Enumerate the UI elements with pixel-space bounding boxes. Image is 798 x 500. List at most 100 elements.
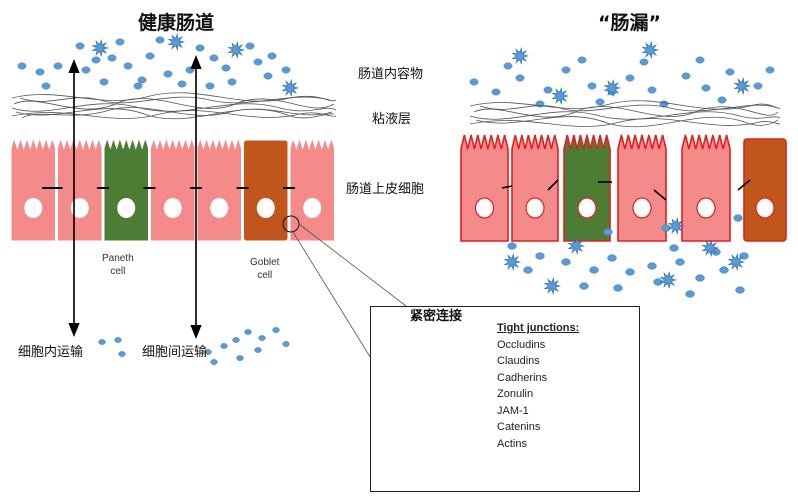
tight-junction-title: 紧密连接 [410,309,463,324]
left-basal-particles [98,327,290,365]
particle-dot [272,327,280,333]
particle-dot [205,82,215,90]
tight-junction-heading: Tight junctions: [497,322,580,334]
paneth-cell [103,136,149,242]
particle-dot [613,284,623,292]
particle-dot [765,66,775,74]
particle-dot [267,52,277,60]
particle-dot [35,68,45,76]
particle-dot [99,78,109,86]
particle-dot [114,337,122,343]
particle-dot [733,214,743,222]
right-epithelium [460,134,787,242]
particle-dot [535,252,545,260]
left-mucus-layer [11,92,337,120]
nucleus [117,198,136,218]
particle-dot [719,266,729,274]
enterocyte-cell [460,134,509,242]
particle-dot [41,82,51,90]
left-epithelium [10,136,335,242]
mucus-label: 粘液层 [372,112,412,127]
broken-junction-mark [653,189,667,201]
particle-dot [579,282,589,290]
paneth-cell [563,134,611,242]
tj-item: Occludins [497,338,546,351]
particle-dot [639,58,649,66]
right-lumen-particles [469,40,775,108]
healthy-gut-title: 健康肠道 [138,12,215,34]
particle-dot [91,56,101,64]
particle-dot [204,349,212,355]
particle-dot [221,64,231,72]
microbe-icon [659,270,678,290]
nucleus [70,198,89,218]
particle-dot [515,74,525,82]
nucleus [163,198,182,218]
particle-dot [81,66,91,74]
tj-item: Catenins [497,421,541,433]
microbe-icon [91,38,110,58]
tj-item: Claudins [497,355,540,367]
nucleus [303,198,322,218]
particle-dot [491,88,501,96]
particle-dot [701,84,711,92]
broken-junction-mark [547,179,559,191]
microbe-icon [227,40,246,60]
particle-dot [75,42,85,50]
particle-dot [561,66,571,74]
particle-dot [177,80,187,88]
particle-dot [695,274,705,282]
particle-dot [725,68,735,76]
particle-dot [695,56,705,64]
tj-item: JAM-1 [497,404,529,417]
particle-dot [53,62,63,70]
particle-dot [220,343,228,349]
microbe-icon [727,252,746,272]
microbe-icon [543,276,562,296]
particle-dot [625,74,635,82]
particle-dot [282,341,290,347]
right-translocated-particles [503,214,749,298]
particle-dot [253,58,263,66]
particle-dot [17,62,27,70]
particle-dot [244,329,252,335]
right-mucus-layer [469,100,781,128]
particle-dot [607,254,617,262]
particle-dot [258,335,266,341]
particle-dot [195,44,205,52]
particle-dot [589,266,599,274]
nucleus [24,198,43,218]
particle-dot [717,96,727,104]
goblet-cell [743,138,787,242]
particle-dot [469,78,479,86]
broken-junction-mark [737,179,751,191]
tight-junction-inset [370,306,640,492]
particle-dot [245,42,255,50]
tj-item: Zonulin [497,388,534,400]
particle-dot [587,82,597,90]
particle-dot [685,290,695,298]
particle-dot [675,258,685,266]
microbe-icon [567,236,586,256]
leaky-gut-title: “肠漏” [598,12,661,34]
microbe-icon [167,32,186,52]
particle-dot [155,36,165,44]
particle-dot [185,66,195,74]
goblet-cell [243,139,289,242]
particle-dot [577,56,587,64]
broken-junction-mark [501,185,513,189]
particle-dot [669,244,679,252]
microbe-icon [511,46,530,66]
particle-dot [561,258,571,266]
particle-dot [507,242,517,250]
enterocyte-cell [10,136,56,242]
enterocyte-cell [681,134,731,242]
particle-dot [107,54,117,62]
tj-item: Actins [497,437,527,450]
transcellular-label: 细胞内运输 [18,345,84,360]
enterocyte-cell [617,134,667,242]
particle-dot [98,339,106,345]
